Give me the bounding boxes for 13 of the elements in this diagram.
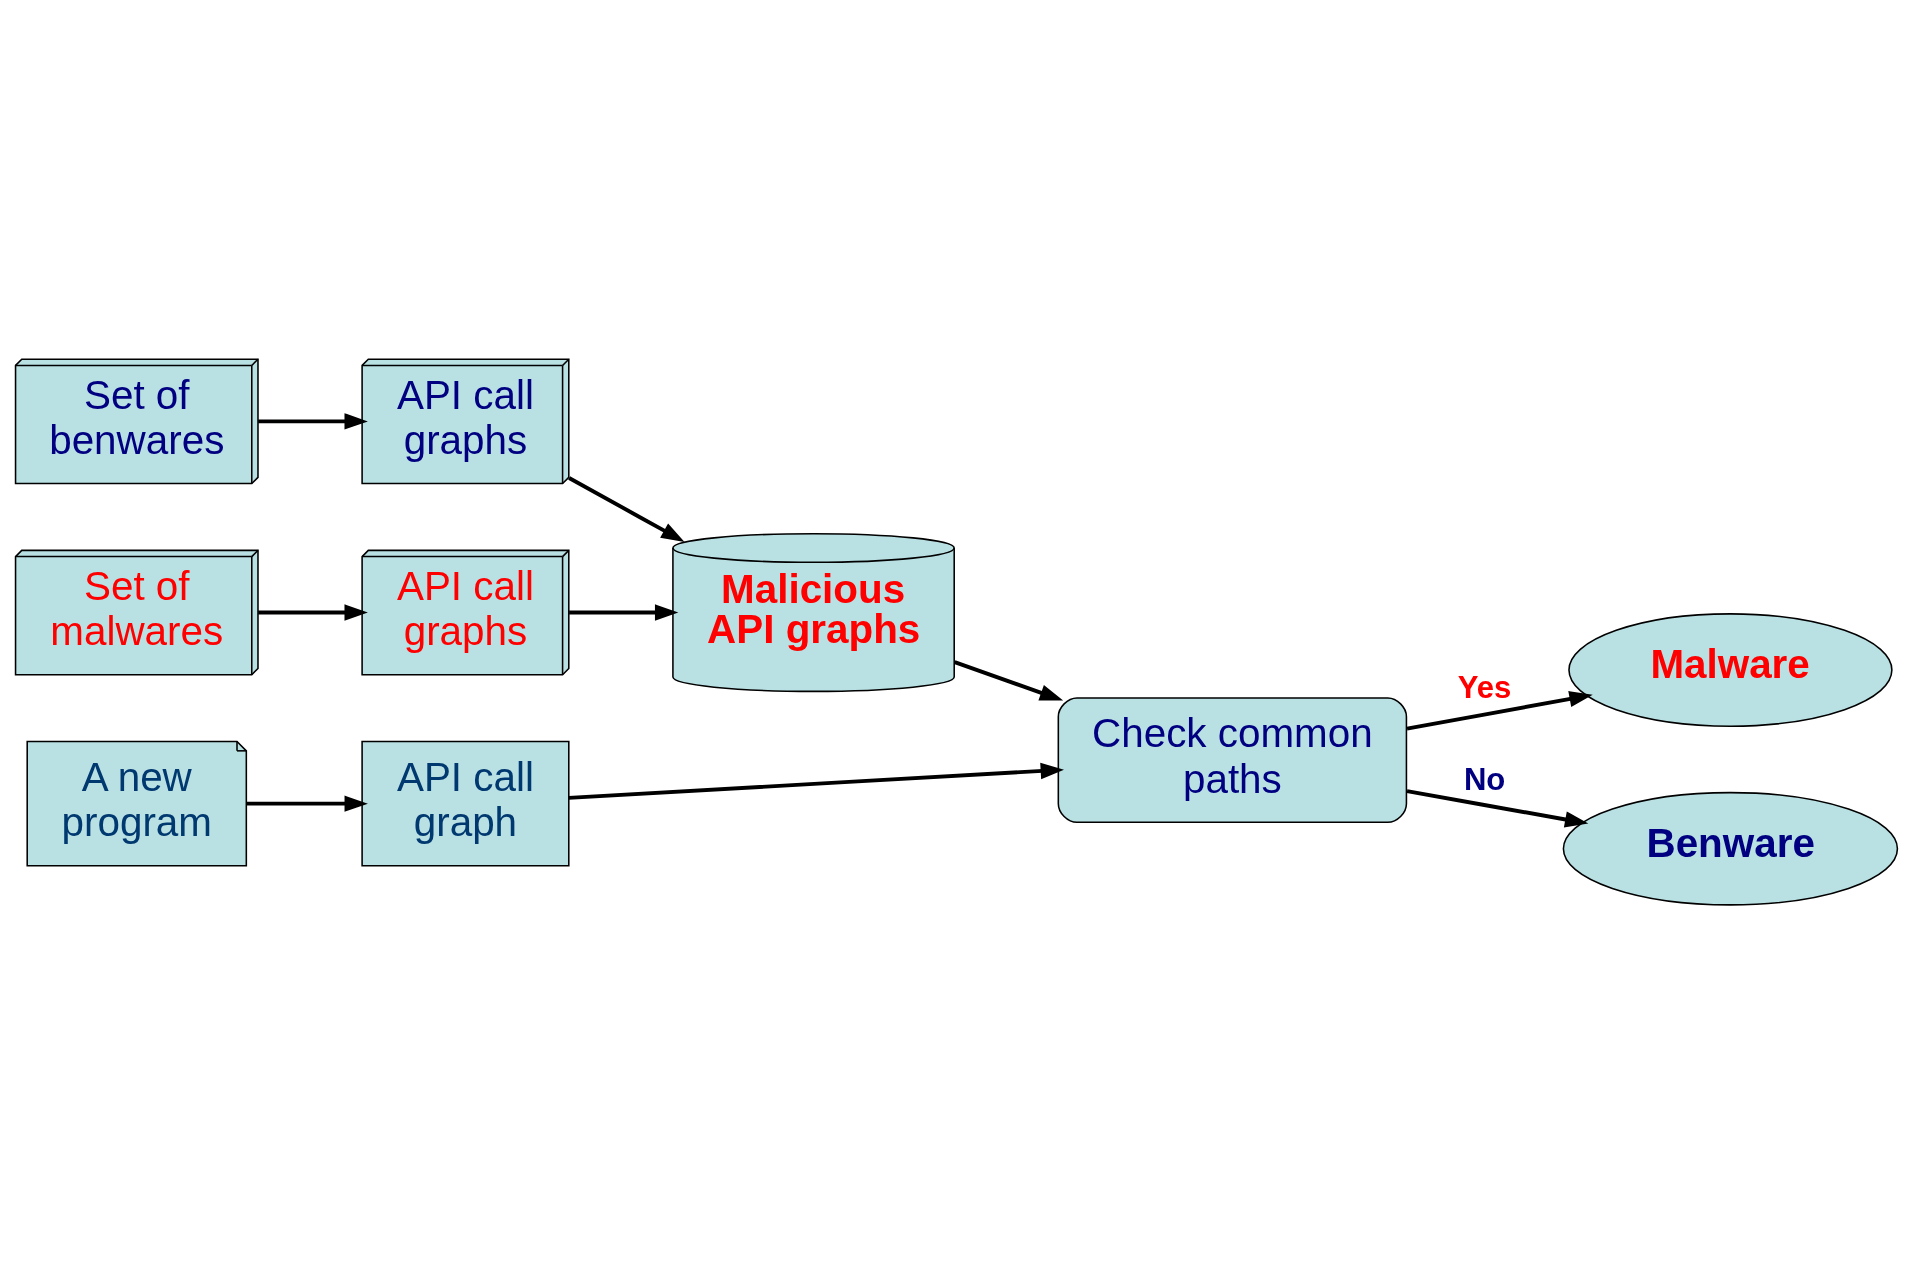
node-box: API call graph bbox=[361, 740, 570, 867]
arrow bbox=[1406, 690, 1593, 731]
edge-label: No bbox=[1463, 761, 1506, 797]
arrow bbox=[258, 413, 368, 430]
node-box: Check common paths bbox=[1057, 697, 1408, 824]
arrow bbox=[246, 795, 368, 812]
arrow bbox=[954, 660, 1064, 701]
arrow bbox=[258, 604, 368, 621]
arrow bbox=[568, 762, 1065, 800]
arrow bbox=[1406, 789, 1589, 828]
arrow bbox=[569, 604, 679, 621]
edge-label: Yes bbox=[1457, 670, 1512, 705]
arrow bbox=[568, 476, 685, 542]
